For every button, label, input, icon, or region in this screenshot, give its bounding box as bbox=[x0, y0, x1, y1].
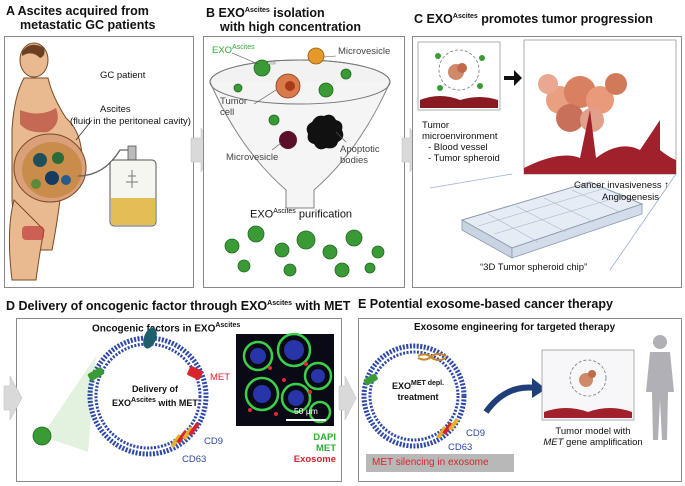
legend-dapi: DAPI bbox=[313, 432, 336, 443]
micrograph-legend: DAPI MET Exosome bbox=[290, 432, 336, 465]
legend-exosome: Exosome bbox=[293, 454, 336, 465]
purification-label: EXOAscites purification bbox=[250, 208, 353, 221]
panel-d-title: D Delivery of oncogenic factor through E… bbox=[6, 299, 351, 314]
met-label: MET bbox=[210, 372, 231, 383]
silencing-label: MET silencing in exosome bbox=[372, 457, 489, 468]
cd9-label-e: CD9 bbox=[466, 428, 486, 439]
panel-e-subtitle: Exosome engineering for targeted therapy bbox=[414, 322, 616, 333]
ascites-label: Ascites bbox=[100, 104, 131, 115]
panel-d-subtitle: Oncogenic factors in EXOAscites bbox=[92, 322, 241, 335]
microvesicle-top-label: Microvesicle bbox=[338, 46, 391, 57]
legend-met: MET bbox=[315, 443, 336, 454]
panel-b-title-post: isolation bbox=[269, 6, 325, 21]
angiogenesis-label: Angiogenesis bbox=[602, 192, 660, 203]
panel-b-title: B EXOAscites isolation with high concent… bbox=[206, 4, 361, 34]
delivery-label: Delivery of EXOAscites with MET bbox=[112, 384, 198, 408]
panel-b-title-sup: Ascites bbox=[244, 7, 270, 14]
scale-bar-label: 50 μm bbox=[294, 406, 318, 416]
cd63-label: CD63 bbox=[182, 454, 207, 465]
exo-met-depl-label: EXOMET depl. treatment bbox=[392, 380, 445, 402]
cd9-label: CD9 bbox=[204, 436, 224, 447]
gc-patient-label: GC patient bbox=[100, 70, 146, 81]
cancer-invasiveness-label: Cancer invasiveness ↑ bbox=[574, 180, 670, 191]
panel-b-title-line2: with high concentration bbox=[220, 20, 361, 35]
spheroid-chip-label: “3D Tumor spheroid chip” bbox=[480, 262, 588, 273]
panel-e-title: E Potential exosome-based cancer therapy bbox=[358, 297, 613, 311]
panel-a-title: A Ascites acquired from metastatic GC pa… bbox=[6, 4, 155, 32]
tumor-microenvironment-label: Tumor microenvironment - Blood vessel - … bbox=[422, 120, 500, 164]
panel-a-title-line2: metastatic GC patients bbox=[20, 18, 156, 32]
panel-a-box bbox=[4, 36, 194, 288]
panel-a-title-line1: A Ascites acquired from bbox=[6, 4, 149, 18]
panel-b-title-pre: B EXO bbox=[206, 6, 245, 21]
tumor-model-label: Tumor model with MET gene amplification bbox=[543, 426, 643, 448]
microvesicle-bottom-label: Microvesicle bbox=[226, 152, 279, 163]
panel-c-title: C EXOAscites promotes tumor progression bbox=[414, 12, 653, 27]
ascites-fluid-label: (fluid in the peritoneal cavity) bbox=[70, 116, 191, 127]
exo-ascites-label: EXOAscites bbox=[212, 44, 255, 57]
cd63-label-e: CD63 bbox=[448, 442, 473, 453]
